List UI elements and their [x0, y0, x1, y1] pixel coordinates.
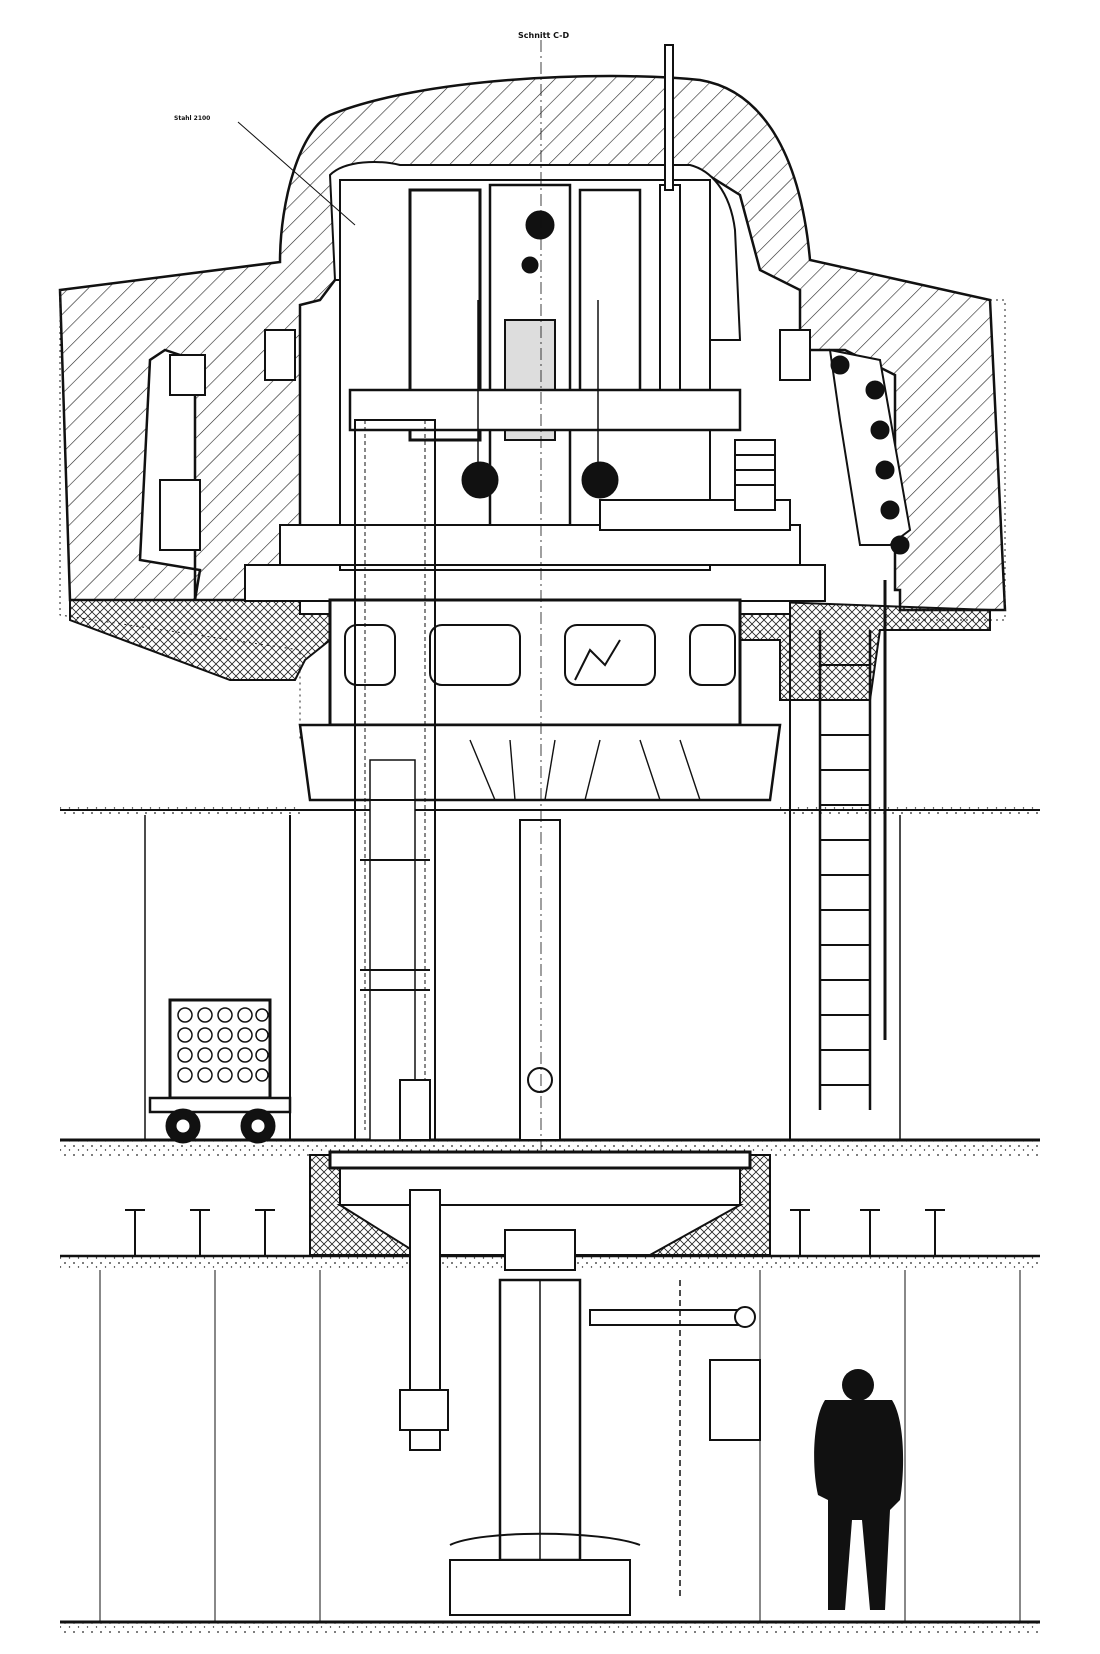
pointer-line [237, 121, 356, 226]
human-silhouette [814, 1369, 904, 1610]
gun-machinery [159, 44, 912, 571]
lower-shaft [399, 1189, 761, 1616]
material-label: Stahl 2100 [174, 115, 211, 122]
ladder [818, 580, 887, 1110]
section-label: Schnitt C-D [518, 31, 570, 40]
rotating-ring [298, 598, 782, 802]
lower-turntable [309, 1150, 771, 1271]
ammunition-trolley [148, 998, 292, 1144]
ammunition-hoist [354, 40, 561, 1150]
